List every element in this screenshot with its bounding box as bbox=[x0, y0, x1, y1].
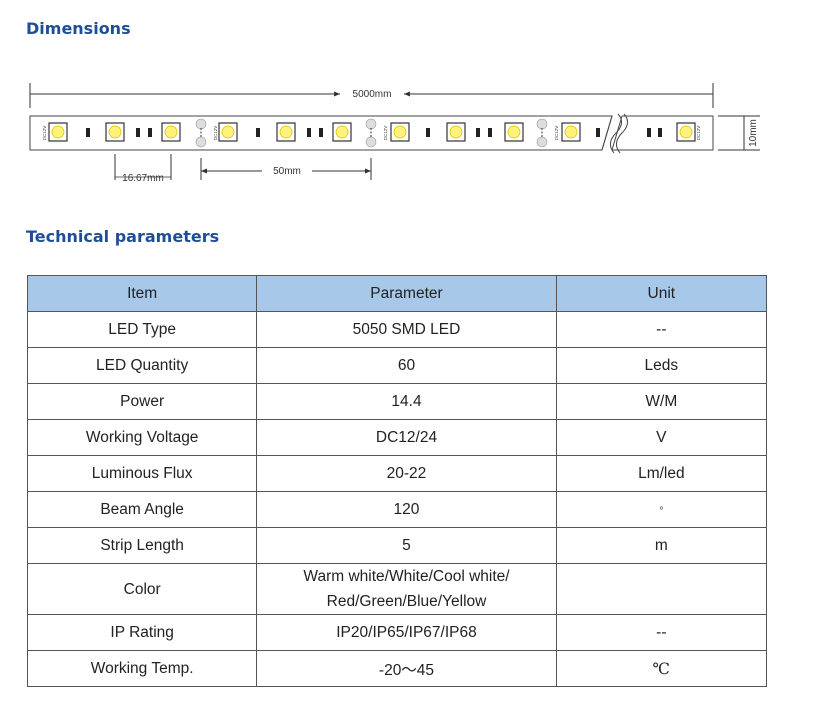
table-row: Luminous Flux 20-22 Lm/led bbox=[26, 455, 768, 492]
technical-parameters-title: Technical parameters bbox=[26, 227, 220, 246]
resistor bbox=[136, 128, 140, 137]
cut-length-dimension: 50mm bbox=[200, 158, 372, 180]
table-row: Working Temp. -20～45 ℃ bbox=[26, 650, 768, 687]
led-chip bbox=[276, 122, 296, 142]
header-unit: Unit bbox=[555, 275, 768, 312]
table-row: LED Type 5050 SMD LED -- bbox=[26, 311, 768, 348]
table-header-row: Item Parameter Unit bbox=[26, 275, 768, 312]
cell-item: LED Type bbox=[26, 311, 258, 348]
table-row: Beam Angle 120 ° bbox=[26, 491, 768, 528]
cell-unit: -- bbox=[555, 614, 768, 651]
cell-parameter: 20-22 bbox=[256, 455, 557, 492]
resistor bbox=[86, 128, 90, 137]
led-chip bbox=[390, 122, 410, 142]
cell-unit: -- bbox=[555, 311, 768, 348]
cell-item: Beam Angle bbox=[26, 491, 258, 528]
cut-point: DC12V bbox=[365, 118, 388, 148]
cut-point: DC12V bbox=[536, 118, 559, 148]
cell-unit: ° bbox=[555, 491, 768, 528]
cut-point: DC12V bbox=[696, 126, 701, 141]
cell-parameter: 60 bbox=[256, 347, 557, 384]
table-row: Color Warm white/White/Cool white/ Red/G… bbox=[26, 563, 768, 615]
cut-point: DC12V bbox=[42, 126, 47, 141]
led-chips bbox=[48, 122, 696, 142]
led-pitch-label: 16.67mm bbox=[122, 173, 164, 184]
led-chip bbox=[105, 122, 125, 142]
degree-symbol: ° bbox=[658, 505, 664, 517]
cell-unit: V bbox=[555, 419, 768, 456]
resistor bbox=[596, 128, 600, 137]
cut-points: DC12V DC12V DC12V DC12V DC12V bbox=[42, 118, 701, 148]
color-options-line-2: Red/Green/Blue/Yellow bbox=[326, 593, 487, 610]
pad-label: DC12V bbox=[383, 126, 388, 141]
pad-label: DC12V bbox=[554, 126, 559, 141]
cell-item: Color bbox=[26, 563, 258, 615]
led-chip bbox=[332, 122, 352, 142]
led-chip bbox=[676, 122, 696, 142]
total-length-label: 5000mm bbox=[353, 89, 392, 100]
led-chip bbox=[218, 122, 238, 142]
cell-unit: ℃ bbox=[555, 650, 768, 687]
resistor bbox=[488, 128, 492, 137]
cell-parameter: 5 bbox=[256, 527, 557, 564]
resistor bbox=[148, 128, 152, 137]
cell-unit: W/M bbox=[555, 383, 768, 420]
resistor bbox=[319, 128, 323, 137]
pad-label: DC12V bbox=[42, 126, 47, 141]
resistor bbox=[647, 128, 651, 137]
cell-parameter: Warm white/White/Cool white/ Red/Green/B… bbox=[256, 563, 557, 615]
cut-length-label: 50mm bbox=[273, 166, 301, 177]
cell-parameter: DC12/24 bbox=[256, 419, 557, 456]
cell-item: Power bbox=[26, 383, 258, 420]
led-strip-diagram: 5000mm DC12V DC12V DC12V DC12V DC12V 16.67mm… bbox=[29, 83, 760, 184]
resistor bbox=[307, 128, 311, 137]
cut-point: DC12V bbox=[195, 118, 218, 148]
cell-item: Working Temp. bbox=[26, 650, 258, 687]
table-row: IP Rating IP20/IP65/IP67/IP68 -- bbox=[26, 614, 768, 651]
table-row: LED Quantity 60 Leds bbox=[26, 347, 768, 384]
resistor bbox=[476, 128, 480, 137]
cell-item: Luminous Flux bbox=[26, 455, 258, 492]
cell-unit bbox=[555, 563, 768, 615]
technical-parameters-table: Item Parameter Unit LED Type 5050 SMD LE… bbox=[26, 275, 768, 687]
header-item: Item bbox=[26, 275, 258, 312]
resistor bbox=[658, 128, 662, 137]
header-parameter: Parameter bbox=[256, 275, 557, 312]
led-chip bbox=[504, 122, 524, 142]
cell-unit: Leds bbox=[555, 347, 768, 384]
resistor bbox=[256, 128, 260, 137]
pad-label: DC12V bbox=[213, 126, 218, 141]
cell-parameter: -20～45 bbox=[256, 650, 557, 687]
cell-unit: m bbox=[555, 527, 768, 564]
resistor bbox=[426, 128, 430, 137]
table-row: Power 14.4 W/M bbox=[26, 383, 768, 420]
color-options-line-1: Warm white/White/Cool white/ bbox=[303, 568, 510, 585]
cell-item: IP Rating bbox=[26, 614, 258, 651]
cell-item: Working Voltage bbox=[26, 419, 258, 456]
cell-item: Strip Length bbox=[26, 527, 258, 564]
cell-parameter: IP20/IP65/IP67/IP68 bbox=[256, 614, 557, 651]
cell-unit: Lm/led bbox=[555, 455, 768, 492]
total-length-dimension: 5000mm bbox=[29, 83, 714, 108]
led-chip bbox=[561, 122, 581, 142]
cell-parameter: 120 bbox=[256, 491, 557, 528]
pad-label: DC12V bbox=[696, 126, 701, 141]
led-chip bbox=[161, 122, 181, 142]
cell-item: LED Quantity bbox=[26, 347, 258, 384]
led-pitch-dimension: 16.67mm bbox=[114, 154, 172, 184]
table-row: Strip Length 5 m bbox=[26, 527, 768, 564]
cell-parameter: 14.4 bbox=[256, 383, 557, 420]
width-dimension: 10mm bbox=[718, 115, 760, 151]
led-chip bbox=[446, 122, 466, 142]
led-chip bbox=[48, 122, 68, 142]
dimensions-title: Dimensions bbox=[26, 19, 131, 38]
cell-parameter: 5050 SMD LED bbox=[256, 311, 557, 348]
table-row: Working Voltage DC12/24 V bbox=[26, 419, 768, 456]
width-label: 10mm bbox=[748, 119, 759, 147]
